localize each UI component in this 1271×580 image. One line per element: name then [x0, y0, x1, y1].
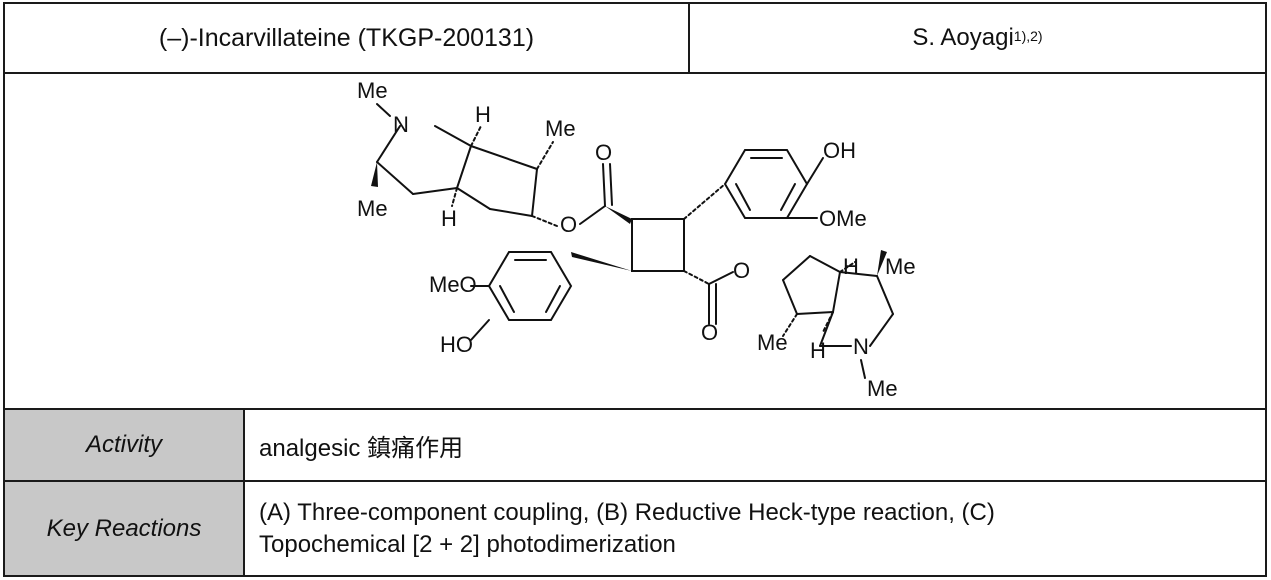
- key-reactions-label: Key Reactions: [5, 482, 245, 575]
- author-affiliation: 1),2): [1013, 28, 1043, 44]
- author-text: S. Aoyagi: [912, 24, 1014, 51]
- label-h-1: H: [475, 102, 491, 127]
- label-me-2: Me: [545, 116, 576, 141]
- label-o-carbonyl-2: O: [701, 320, 718, 345]
- label-ome: OMe: [819, 206, 867, 231]
- structure-row: Me N H Me O Me H O OH OMe MeO HO O H Me …: [5, 74, 1265, 410]
- label-n-1: N: [393, 112, 409, 137]
- label-h-2: H: [441, 206, 457, 231]
- header-row: (–)-Incarvillateine (TKGP-200131) S. Aoy…: [5, 4, 1265, 74]
- compound-name: (–)-Incarvillateine (TKGP-200131): [5, 4, 690, 72]
- label-ho: HO: [440, 332, 473, 357]
- compound-name-text: (–)-Incarvillateine (TKGP-200131): [158, 23, 535, 52]
- label-me-1: Me: [357, 78, 388, 103]
- label-me-6: Me: [867, 376, 898, 401]
- activity-value: analgesic 鎮痛作用: [259, 434, 464, 462]
- key-reactions-row: Key Reactions (A) Three-component coupli…: [5, 482, 1265, 575]
- label-me-4: Me: [885, 254, 916, 279]
- label-n-2: N: [853, 334, 869, 359]
- label-h-4: H: [810, 338, 826, 363]
- label-oh: OH: [823, 138, 856, 163]
- compound-card: (–)-Incarvillateine (TKGP-200131) S. Aoy…: [3, 2, 1267, 577]
- label-o-ester-2: O: [733, 258, 750, 283]
- label-me-5: Me: [757, 330, 788, 355]
- label-h-3: H: [843, 254, 859, 279]
- label-meo: MeO: [429, 272, 477, 297]
- key-reactions-value: (A) Three-component coupling, (B) Reduct…: [245, 482, 1265, 575]
- activity-label: Activity: [5, 410, 245, 480]
- label-me-3: Me: [357, 196, 388, 221]
- key-reactions-line-2: Topochemical [2 + 2] photodimerization: [259, 530, 676, 558]
- label-o-ester-1: O: [560, 212, 577, 237]
- activity-row: Activity analgesic 鎮痛作用: [5, 410, 1265, 482]
- key-reactions-line-1: (A) Three-component coupling, (B) Reduct…: [259, 498, 995, 526]
- chemical-structure: Me N H Me O Me H O OH OMe MeO HO O H Me …: [357, 78, 916, 401]
- label-o-carbonyl-1: O: [595, 140, 612, 165]
